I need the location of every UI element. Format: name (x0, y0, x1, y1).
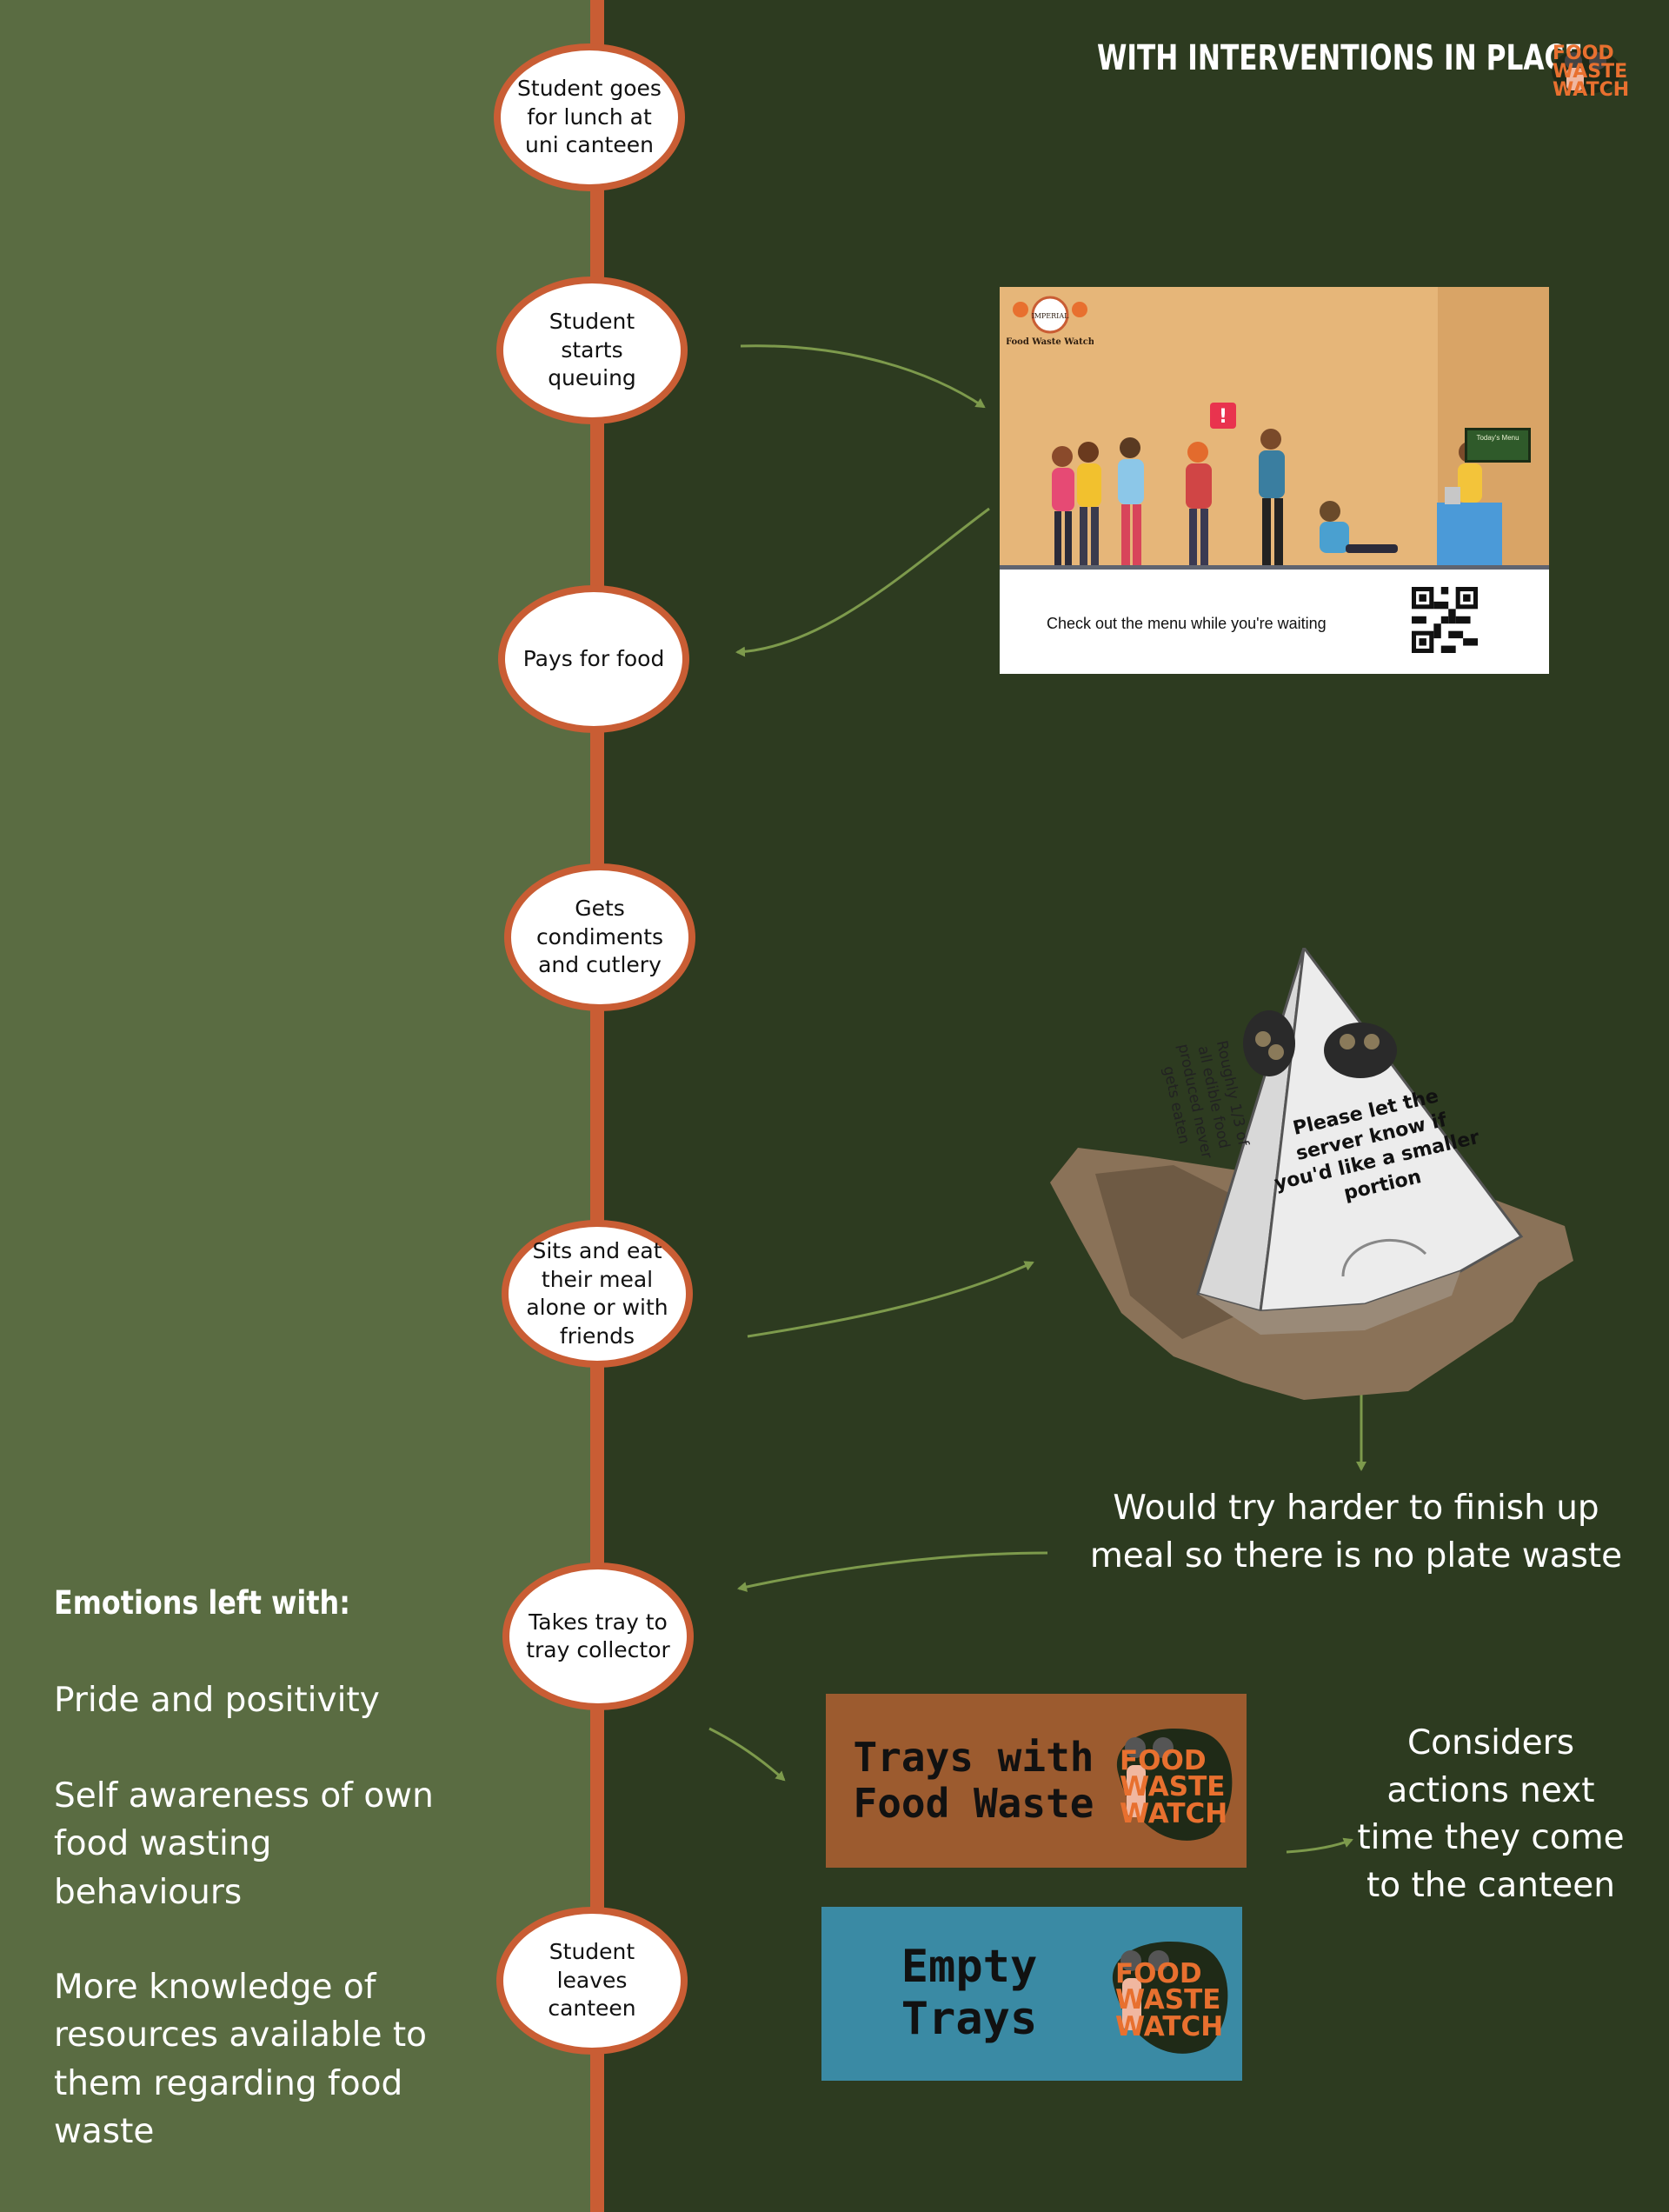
arrow-outcome-to-tray (737, 1551, 1048, 1592)
arrow-poster-to-pay (735, 507, 990, 657)
alert-bubble-icon: ! (1210, 403, 1236, 429)
binoculars-icon (1324, 1023, 1397, 1078)
outcome-finish-meal: Would try harder to finish up meal so th… (1089, 1489, 1623, 1576)
plate-shape (1341, 1239, 1427, 1277)
emotion-item: More knowledge of resources available to… (54, 1968, 427, 2152)
step-take-tray: Takes tray to tray collector (502, 1562, 694, 1710)
svg-text:Food Waste Watch: Food Waste Watch (1007, 337, 1094, 347)
svg-text:!: ! (1219, 406, 1227, 428)
menu-board: Today's Menu (1465, 428, 1531, 463)
svg-text:IMPERIAL: IMPERIAL (1032, 312, 1070, 320)
poster-caption: Check out the menu while you're waiting (1047, 615, 1327, 632)
step-go-to-lunch: Student goes for lunch at uni canteen (494, 43, 685, 191)
qr-code-icon (1412, 587, 1478, 653)
binoculars-icon (1116, 1729, 1233, 1841)
student-figure (1077, 442, 1101, 565)
emotion-item: Self awareness of own food wasting behav… (54, 1776, 434, 1912)
queue-poster: IMPERIAL Food Waste Watch (1000, 287, 1549, 674)
emotions-heading: Emotions left with: (54, 1584, 350, 1622)
student-figure (1259, 429, 1285, 565)
step-get-condiments: Gets condiments and cutlery (504, 863, 695, 1011)
imperial-badge-icon: IMPERIAL Food Waste Watch (1006, 296, 1095, 347)
student-figure (1186, 442, 1212, 565)
table-pyramid (1050, 948, 1573, 1400)
step-pay-for-food: Pays for food (498, 585, 689, 733)
sign-empty-trays: Empty Trays FOOD WASTE WATCH (821, 1907, 1242, 2081)
step-start-queuing: Student starts queuing (496, 276, 688, 424)
student-figure (1052, 446, 1074, 565)
pyramid-base-shade (1198, 1271, 1460, 1335)
student-figure (1118, 437, 1144, 565)
arrow-signs-to-consider (1286, 1837, 1353, 1854)
binoculars-icon (1552, 49, 1621, 94)
arrow-queue-to-poster (740, 344, 986, 409)
sign-empty-label: Empty Trays (901, 1941, 1038, 2045)
queue-illustration: ! (1000, 403, 1549, 572)
student-sitting-figure (1320, 501, 1398, 553)
step-sit-and-eat: Sits and eat their meal alone or with fr… (502, 1220, 693, 1368)
step-leave-canteen: Student leaves canteen (496, 1907, 688, 2055)
outcome-consider-next-time: Considers actions next time they come to… (1357, 1723, 1625, 1905)
arrow-sit-to-pyramid (747, 1261, 1034, 1338)
sign-food-waste-label: Trays with Food Waste (853, 1734, 1094, 1827)
food-waste-watch-logo: FOOD WASTE WATCH (1096, 1933, 1235, 2063)
sign-trays-with-food-waste: Trays with Food Waste FOOD WASTE WATCH (826, 1694, 1247, 1868)
food-waste-watch-logo: FOOD WASTE WATCH (1100, 1720, 1240, 1850)
binoculars-icon (1243, 1010, 1295, 1076)
poster-logo: IMPERIAL Food Waste Watch (1006, 292, 1095, 354)
header-title: WITH INTERVENTIONS IN PLACE (1097, 38, 1583, 78)
left-panel (0, 0, 595, 2212)
emotion-item: Pride and positivity (54, 1681, 380, 1720)
binoculars-icon (1112, 1942, 1228, 2054)
arrow-tray-to-signs (708, 1727, 786, 1782)
